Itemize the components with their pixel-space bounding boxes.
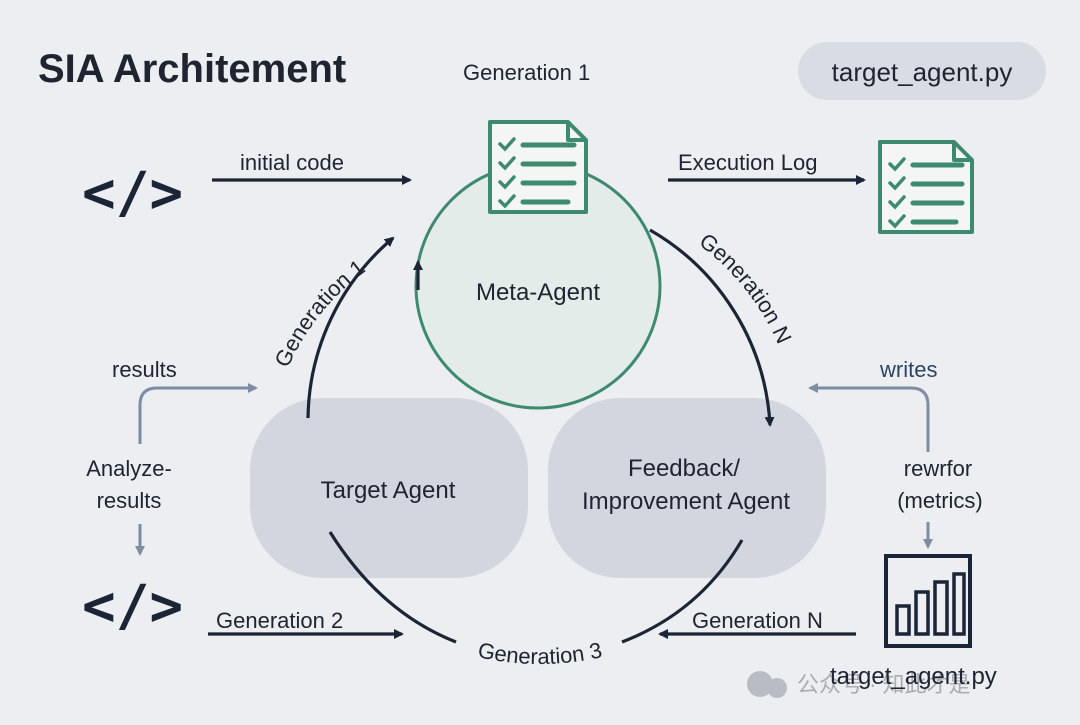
reward-label-line1: rewrfor — [904, 456, 972, 481]
generation-n-bottom-label: Generation N — [692, 608, 823, 633]
left-arc-label: Generation 1 — [269, 254, 369, 370]
execution-log-document-icon — [878, 140, 974, 234]
initial-code-label: initial code — [240, 150, 344, 175]
meta-agent-label: Meta-Agent — [476, 279, 600, 306]
footer-file-label: target_agent.py — [830, 663, 997, 690]
file-badge: target_agent.py — [798, 42, 1046, 100]
feedback-agent-node — [548, 398, 826, 578]
watermark: 公众号 · 知此才是 — [747, 671, 971, 698]
results-label: results — [112, 357, 177, 382]
reward-label-line2: (metrics) — [897, 488, 983, 513]
code-icon-bottom: </> — [82, 574, 183, 639]
feedback-agent-label-line1: Feedback/ — [628, 455, 740, 482]
arc-target-to-meta — [306, 236, 395, 419]
generation-header: Generation 1 — [463, 60, 590, 85]
analyze-label-line1: Analyze- — [86, 456, 172, 481]
writes-arrow — [808, 383, 930, 452]
bottom-arc-label: Generation 3 — [476, 637, 604, 669]
bar-chart-icon — [884, 554, 972, 648]
document-icon — [488, 120, 588, 214]
results-arrow — [138, 383, 258, 444]
generation-2-label: Generation 2 — [216, 608, 343, 633]
watermark-text: 公众号 · 知此才是 — [797, 672, 971, 697]
target-agent-node — [250, 398, 528, 578]
file-badge-label: target_agent.py — [832, 57, 1013, 87]
target-agent-label: Target Agent — [321, 477, 456, 504]
arc-feedback-to-bottom — [621, 539, 744, 644]
code-icon-top: </> — [82, 161, 183, 226]
execution-log-label: Execution Log — [678, 150, 817, 175]
analyze-label-line2: results — [97, 488, 162, 513]
arc-meta-to-feedback — [649, 228, 775, 427]
page-title: SIA Architement — [38, 47, 346, 91]
writes-label: writes — [879, 357, 937, 382]
feedback-agent-label-line2: Improvement Agent — [582, 488, 790, 515]
arc-target-to-bottom — [328, 531, 457, 644]
